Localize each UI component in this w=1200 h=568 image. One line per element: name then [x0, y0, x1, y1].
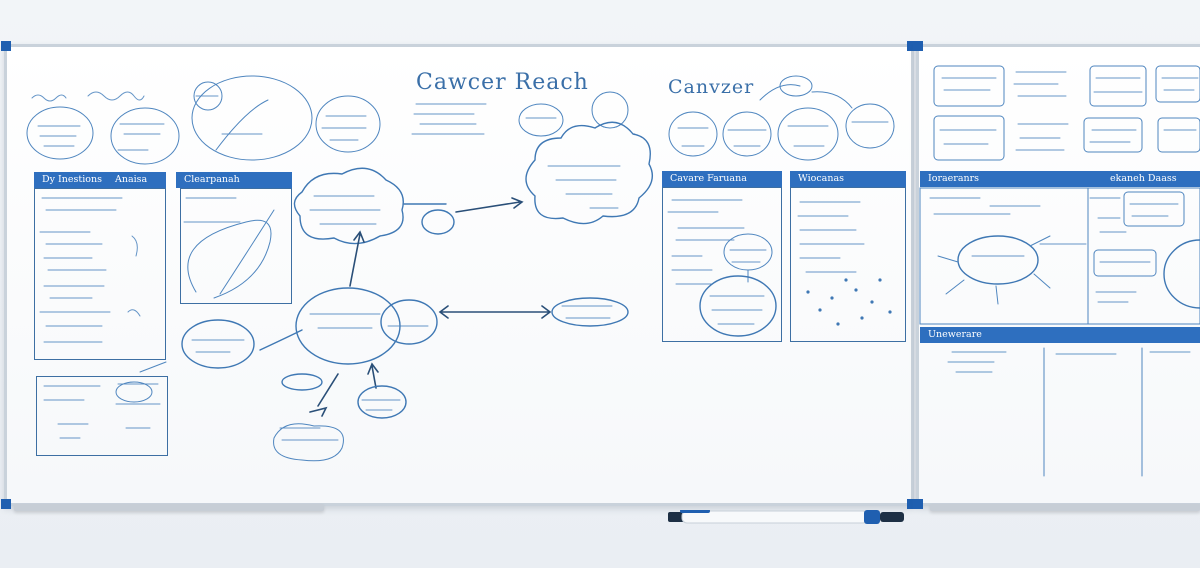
notes-panel: [34, 188, 166, 360]
panel-header: Ioraeranrs: [920, 171, 1090, 187]
board-subtitle: Canvzer: [668, 76, 755, 98]
panel-header-label: Anaisa: [114, 174, 148, 185]
corner-cap: [907, 499, 917, 509]
panel-header: Unewerare: [920, 327, 1200, 343]
notes-panel: [790, 187, 906, 342]
corner-cap: [913, 41, 923, 51]
panel-header: Wiocanas: [790, 171, 906, 187]
corner-cap: [913, 499, 923, 509]
corner-cap: [1, 499, 11, 509]
notes-panel: [36, 376, 168, 456]
panel-header: ekaneh Daass: [1090, 171, 1200, 187]
corner-cap: [907, 41, 917, 51]
panel-header-label: Dy Inestions: [42, 174, 102, 185]
panel-header: Clearpanah: [176, 172, 292, 188]
marker-icon[interactable]: [668, 510, 908, 524]
corner-cap: [1, 41, 11, 51]
panel-header: Dy Inestions Anaisa: [34, 172, 166, 188]
marker-tray: [14, 504, 324, 511]
notes-panel: [662, 187, 782, 342]
notes-panel: [180, 188, 292, 304]
marker-tray: [930, 504, 1200, 511]
board-title: Cawcer Reach: [416, 70, 589, 95]
whiteboard-right: [913, 41, 1200, 509]
panel-header: Cavare Faruana: [662, 171, 782, 187]
